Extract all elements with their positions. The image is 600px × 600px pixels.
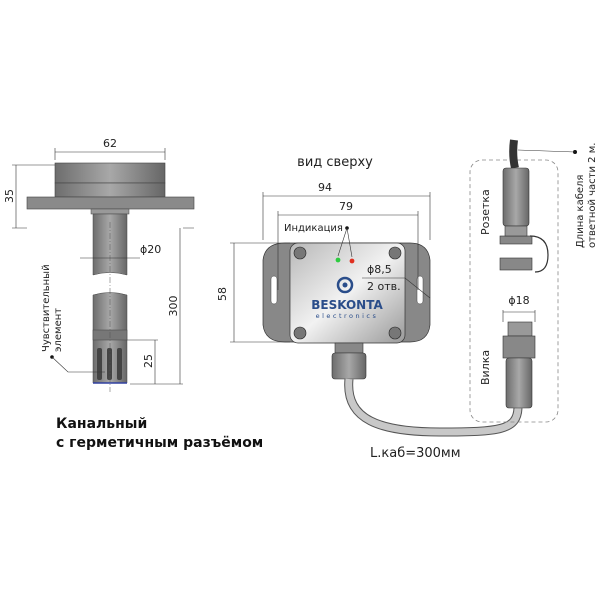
plug-diameter: ϕ18 [508, 294, 529, 307]
duct-probe: 62 35 ϕ20 300 25 Чувствительный элемент [3, 137, 195, 392]
dim-sensor: 25 [142, 354, 155, 368]
socket-label: Розетка [479, 189, 492, 235]
socket-cap [499, 257, 533, 271]
transmitter-top-view: вид сверху BESKONTA electronics 94 79 58… [216, 155, 431, 380]
probe-body [54, 182, 166, 198]
sensor-label-line2: элемент [53, 308, 64, 352]
led-red [349, 258, 355, 264]
probe-flange [26, 196, 195, 210]
dim-height: 35 [3, 189, 16, 203]
indication-label: Индикация [284, 223, 343, 234]
connector-group: Розетка ϕ18 Вилка Длина кабеля ответной … [469, 139, 598, 423]
hole-count: 2 отв. [367, 280, 401, 293]
dim-diameter: ϕ20 [140, 243, 161, 256]
led-green [335, 257, 341, 263]
dim-holes: 79 [339, 200, 353, 213]
beskonta-logo: BESKONTA electronics [311, 276, 383, 320]
socket-connector [502, 167, 530, 227]
plug-connector [502, 335, 536, 359]
probe-cap [54, 162, 166, 184]
view-caption: вид сверху [297, 155, 373, 170]
logo-brand: BESKONTA [311, 298, 383, 312]
logo-sub: electronics [316, 312, 379, 320]
dim-width: 62 [103, 137, 117, 150]
mate-cable-line2: ответной части 2 м. [587, 143, 598, 248]
sensor-label-line1: Чувствительный [41, 264, 52, 352]
title-line2: с герметичным разъёмом [56, 435, 263, 451]
plug-label: Вилка [479, 350, 492, 385]
dim-height-58: 58 [216, 287, 229, 301]
enclosure-lid [289, 242, 406, 344]
dim-overall: 94 [318, 181, 332, 194]
dim-length: 300 [167, 296, 180, 317]
cable-length-label: L.каб=300мм [370, 446, 461, 461]
hole-diameter: ϕ8,5 [367, 263, 392, 276]
mount-hole-left [270, 275, 278, 305]
mate-cable-line1: Длина кабеля [575, 175, 586, 248]
cable-gland [331, 352, 367, 380]
title-line1: Канальный [56, 416, 147, 432]
